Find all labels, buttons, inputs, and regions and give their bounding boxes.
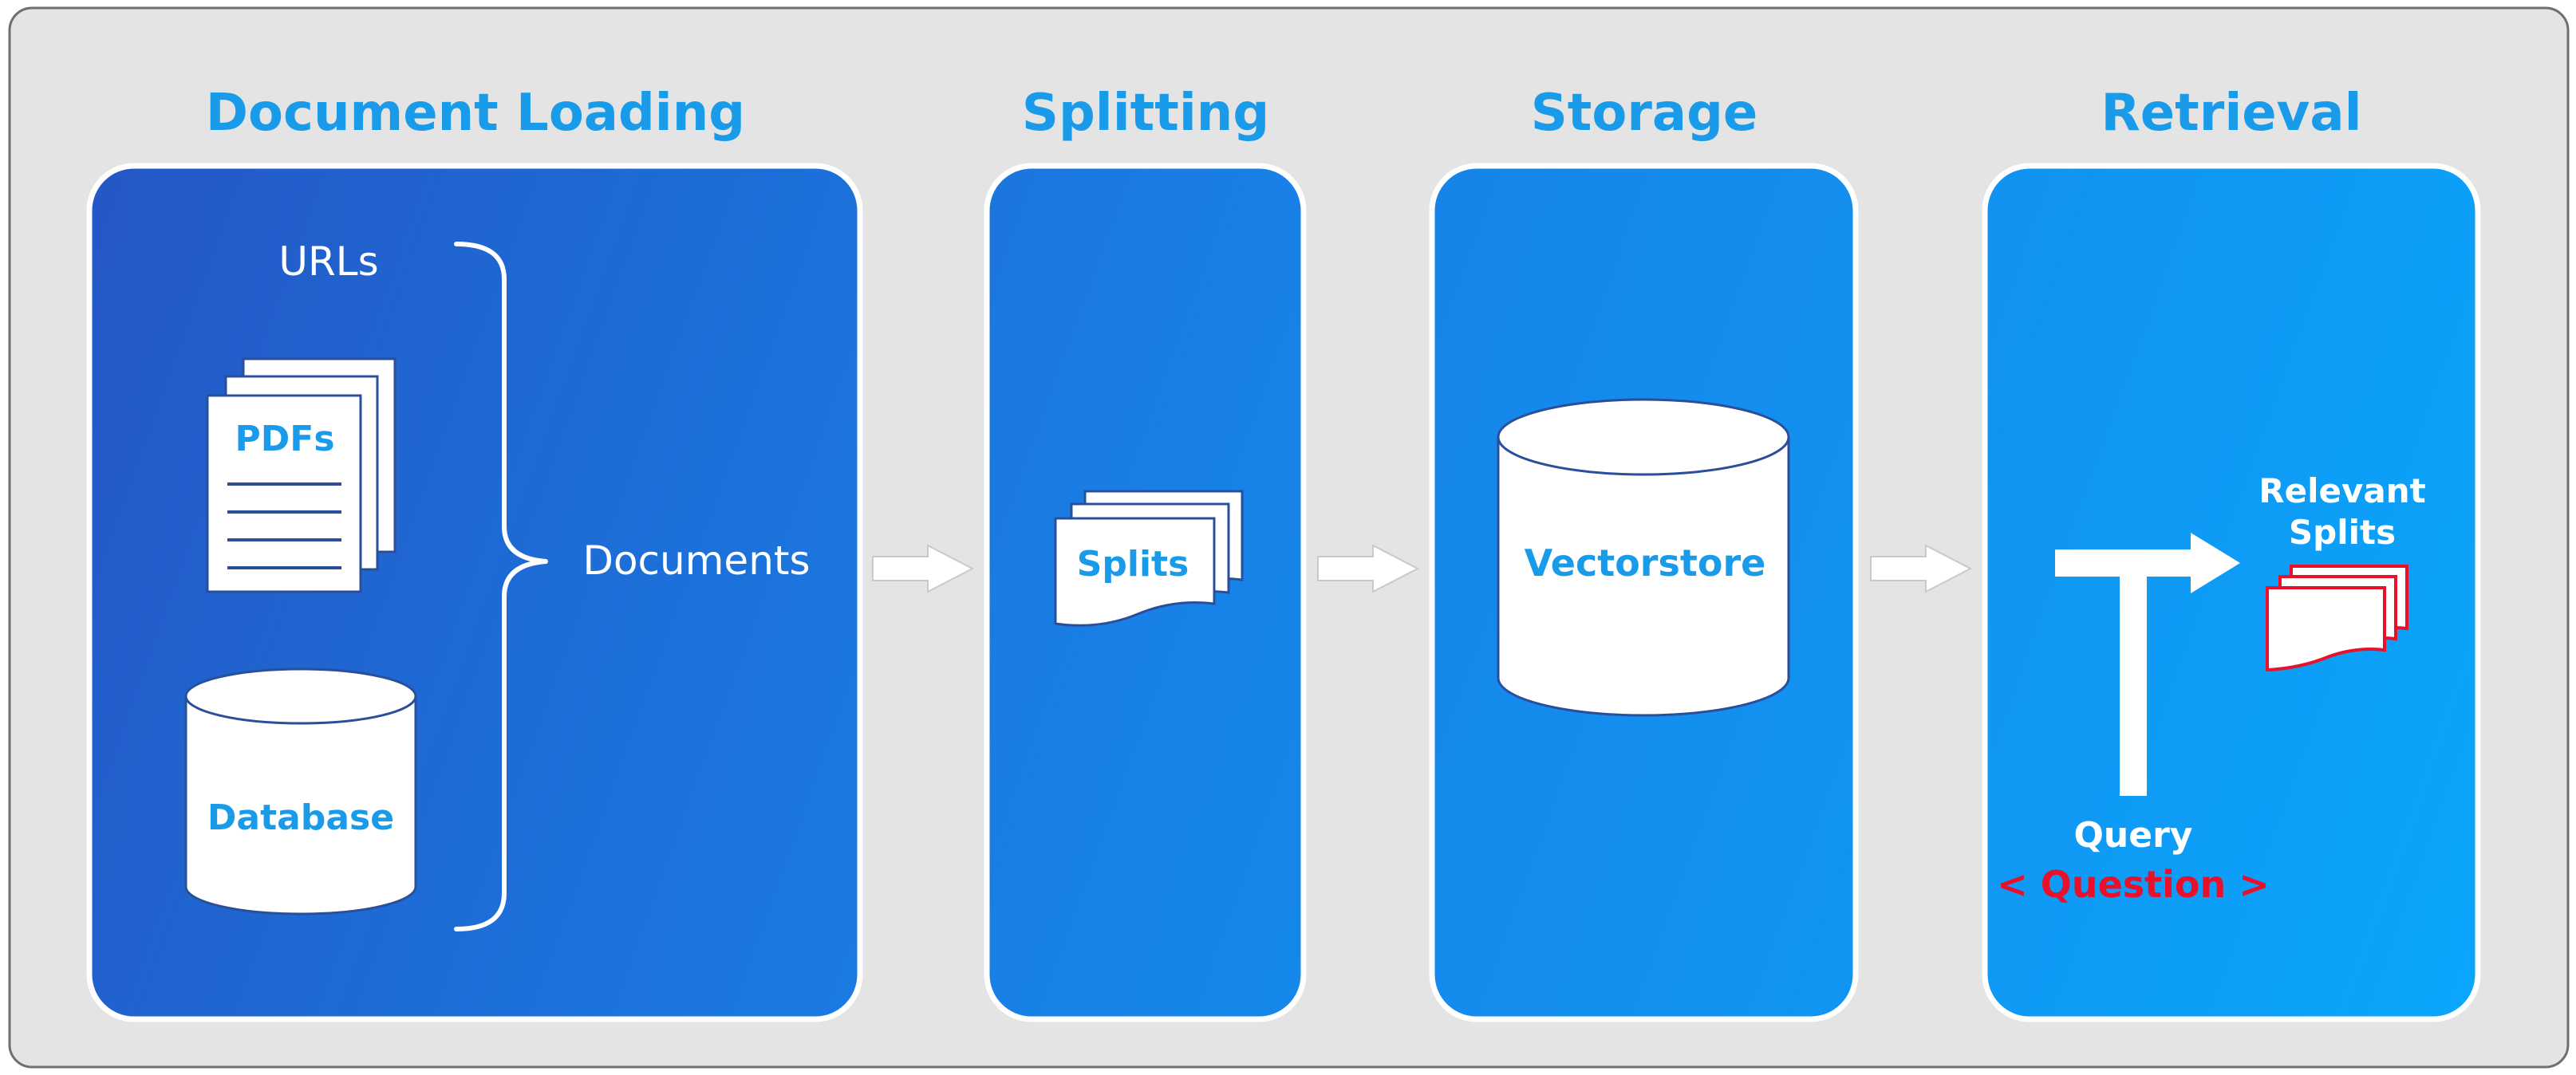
pdfs-label: PDFs <box>235 419 334 459</box>
right-arrow-icon <box>872 544 975 593</box>
query-label: Query <box>2074 815 2193 856</box>
splits-pages-icon <box>1054 490 1244 627</box>
pdf-documents-icon <box>206 357 396 593</box>
curly-brace-icon <box>454 242 548 931</box>
splits-label: Splits <box>1077 544 1189 585</box>
urls-label: URLs <box>278 238 378 285</box>
question-label: < Question > <box>1997 863 2270 906</box>
query-arrow-icon <box>2055 533 2240 796</box>
vectorstore-icon <box>1497 398 1790 717</box>
relevant-splits-label-line2: Splits <box>2289 513 2396 552</box>
database-icon <box>184 667 417 916</box>
vectorstore-label: Vectorstore <box>1525 541 1766 585</box>
relevant-splits-label-line1: Relevant <box>2258 471 2425 510</box>
panel-retrieval <box>1982 163 2481 1022</box>
database-label: Database <box>207 797 394 838</box>
relevant-splits-icon <box>2266 565 2408 672</box>
stage-title-document-loading: Document Loading <box>206 84 745 143</box>
documents-label: Documents <box>582 538 810 584</box>
right-arrow-icon <box>1317 544 1420 593</box>
right-arrow-icon <box>1870 544 1973 593</box>
stage-title-retrieval: Retrieval <box>2101 84 2361 143</box>
stage-title-storage: Storage <box>1531 84 1758 143</box>
stage-title-splitting: Splitting <box>1022 84 1269 143</box>
